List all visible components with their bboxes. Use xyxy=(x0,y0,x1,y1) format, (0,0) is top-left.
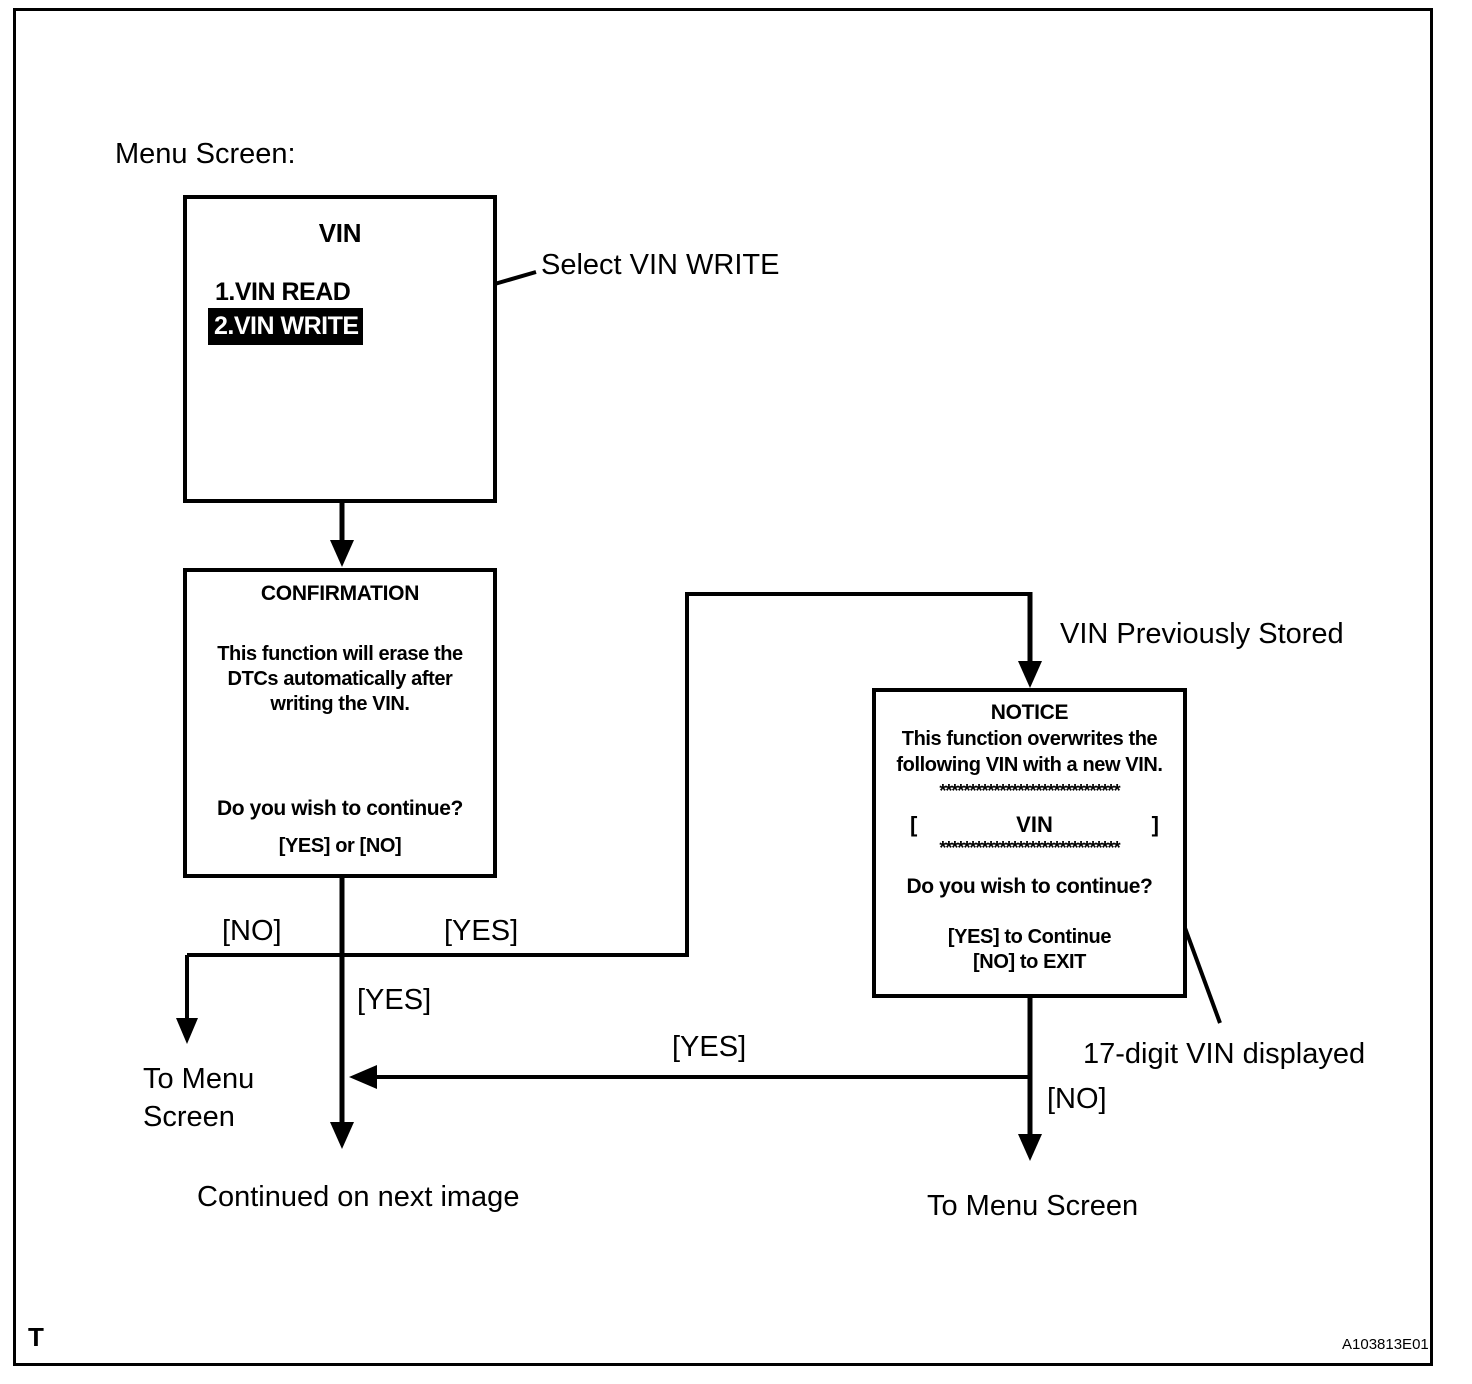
arrowhead-into-confirmation xyxy=(330,540,354,567)
vin-digits-annotation: 17-digit VIN displayed xyxy=(1083,1038,1366,1070)
arrowhead-to-menu-left xyxy=(176,1018,198,1044)
page-border xyxy=(13,8,1433,1366)
vin-value-placeholder: VIN xyxy=(1016,812,1053,837)
edge-label-confirm-yes-down: [YES] xyxy=(357,984,432,1016)
notice-title: NOTICE xyxy=(990,701,1069,724)
confirmation-line-1: This function will erase the xyxy=(217,643,463,665)
continued-label: Continued on next image xyxy=(197,1181,520,1213)
to-menu-screen-left-label: To Menu Screen xyxy=(143,1060,254,1136)
vin-bracket-open: [ xyxy=(910,812,918,837)
arrowhead-continued xyxy=(330,1122,354,1149)
menu-item-vin-read: 1.VIN READ xyxy=(215,278,351,306)
to-menu-screen-right-label: To Menu Screen xyxy=(927,1190,1139,1222)
vin-menu-title: VIN xyxy=(318,218,362,248)
notice-question: Do you wish to continue? xyxy=(906,875,1153,898)
select-vin-write-annotation: Select VIN WRITE xyxy=(541,249,780,281)
confirmation-question: Do you wish to continue? xyxy=(217,797,463,820)
to-menu-screen-left-line2: Screen xyxy=(143,1101,235,1133)
edge-label-notice-yes-return: [YES] xyxy=(672,1031,747,1063)
menu-item-vin-write-highlighted: 2.VIN WRITE xyxy=(208,308,363,345)
notice-option-no: [NO] to EXIT xyxy=(973,951,1086,973)
notice-asterisk-row-top: ****************************** xyxy=(939,781,1120,801)
confirmation-options: [YES] or [NO] xyxy=(278,835,402,857)
edge-label-confirm-yes-right: [YES] xyxy=(444,915,519,947)
page-corner-mark: T xyxy=(28,1322,44,1352)
notice-option-yes: [YES] to Continue xyxy=(947,926,1112,948)
figure-id: A103813E01 xyxy=(1342,1336,1429,1353)
confirmation-screen: CONFIRMATION This function will erase th… xyxy=(183,568,497,878)
menu-screen-caption: Menu Screen: xyxy=(115,138,296,170)
confirmation-line-3: writing the VIN. xyxy=(270,693,410,715)
to-menu-screen-left-line1: To Menu xyxy=(143,1063,255,1095)
confirmation-line-2: DTCs automatically after xyxy=(227,668,453,690)
notice-line-1: This function overwrites the xyxy=(901,728,1158,750)
vin-previously-stored-annotation: VIN Previously Stored xyxy=(1060,618,1344,650)
arrowhead-into-notice xyxy=(1018,661,1042,688)
arrowhead-to-menu-right xyxy=(1018,1134,1042,1161)
vin-bracket-close: ] xyxy=(1151,812,1159,837)
confirmation-title: CONFIRMATION xyxy=(260,582,420,605)
vin-menu-screen: VIN 1.VIN READ 2.VIN WRITE xyxy=(183,195,497,503)
notice-asterisk-row-bottom: ****************************** xyxy=(939,838,1120,858)
notice-screen: NOTICE This function overwrites the foll… xyxy=(872,688,1187,998)
notice-vin-bracket-row: [ VIN ] xyxy=(910,811,1159,839)
notice-line-2: following VIN with a new VIN. xyxy=(896,754,1163,776)
edge-label-notice-no: [NO] xyxy=(1047,1083,1107,1115)
edge-label-confirm-no: [NO] xyxy=(222,915,282,947)
arrowhead-yes-return xyxy=(349,1065,377,1089)
